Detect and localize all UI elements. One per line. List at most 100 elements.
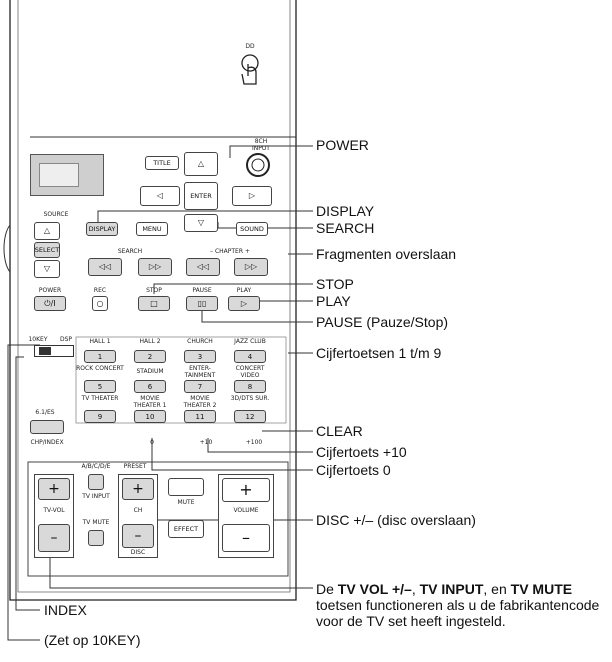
mute-label: MUTE bbox=[177, 499, 195, 506]
tenkey-slide-switch[interactable] bbox=[34, 345, 74, 357]
ch-down-button[interactable]: – bbox=[122, 524, 154, 548]
dsp-label: DSP bbox=[59, 336, 73, 343]
skip-forward-icon: ▷▷ bbox=[244, 262, 258, 271]
menu-button[interactable]: MENU bbox=[136, 222, 168, 236]
callout-zero: Cijfertoets 0 bbox=[316, 462, 391, 478]
number-key-11[interactable]: 11 bbox=[184, 410, 216, 423]
tv-vol-down-button[interactable]: – bbox=[38, 524, 70, 552]
chapter-label: – CHAPTER + bbox=[210, 248, 250, 255]
input-jack-icon[interactable] bbox=[245, 152, 271, 178]
callout-stop: STOP bbox=[316, 276, 354, 292]
number-key-5[interactable]: 5 bbox=[84, 380, 116, 393]
number-key-7[interactable]: 7 bbox=[184, 380, 216, 393]
key-label: MOVIE THEATER 2 bbox=[183, 395, 217, 409]
note-bold-tv-vol: TV VOL +/– bbox=[337, 581, 412, 597]
right-arrow-button[interactable]: ▷ bbox=[232, 186, 272, 206]
power-button[interactable]: ⏻/I bbox=[34, 296, 66, 311]
input-label: 8CH INPUT bbox=[252, 138, 270, 152]
volume-label: VOLUME bbox=[233, 507, 259, 514]
six-ch-button[interactable] bbox=[30, 420, 64, 434]
key-label: TV THEATER bbox=[81, 395, 119, 402]
triangle-down-icon: ▽ bbox=[43, 264, 51, 273]
rec-label: REC bbox=[93, 287, 107, 294]
stop-button[interactable]: □ bbox=[138, 296, 170, 311]
preset-label: PRESET bbox=[123, 463, 147, 470]
callout-index: INDEX bbox=[44, 602, 87, 618]
effect-button[interactable]: EFFECT bbox=[168, 520, 204, 538]
sound-button[interactable]: SOUND bbox=[236, 222, 268, 236]
number-key-10[interactable]: 10 bbox=[134, 410, 166, 423]
callout-skip: Fragmenten overslaan bbox=[316, 246, 457, 262]
switch-knob bbox=[39, 347, 51, 355]
callout-play: PLAY bbox=[316, 293, 351, 309]
key-label: HALL 2 bbox=[139, 338, 161, 345]
triangle-up-icon: △ bbox=[43, 226, 51, 235]
triangle-right-icon: ▷ bbox=[248, 191, 256, 200]
tv-input-label: TV INPUT bbox=[82, 493, 110, 500]
mute-button[interactable] bbox=[168, 478, 204, 496]
abcde-button[interactable] bbox=[88, 474, 104, 490]
play-button[interactable]: ▷ bbox=[228, 296, 260, 311]
volume-down-button[interactable]: – bbox=[222, 524, 270, 552]
enter-button[interactable]: ENTER bbox=[184, 182, 218, 210]
number-key-9[interactable]: 9 bbox=[84, 410, 116, 423]
number-key-3[interactable]: 3 bbox=[184, 350, 216, 363]
source-down-button[interactable]: ▽ bbox=[34, 260, 60, 278]
key-label: ENTER-TAINMENT bbox=[184, 365, 216, 379]
number-key-12[interactable]: 12 bbox=[234, 410, 266, 423]
pause-icon: ▯▯ bbox=[197, 298, 207, 308]
number-key-4[interactable]: 4 bbox=[234, 350, 266, 363]
volume-up-button[interactable]: + bbox=[222, 478, 270, 502]
sub-label-zero: 0 bbox=[150, 439, 154, 446]
minus-icon: – bbox=[134, 528, 142, 544]
callout-display: DISPLAY bbox=[316, 203, 375, 219]
play-label: PLAY bbox=[236, 287, 252, 294]
source-up-button[interactable]: △ bbox=[34, 222, 60, 240]
number-key-8[interactable]: 8 bbox=[234, 380, 266, 393]
plus-icon: + bbox=[239, 480, 253, 499]
plus-icon: + bbox=[132, 481, 144, 497]
key-label: MOVIE THEATER 1 bbox=[133, 395, 167, 409]
triangle-up-icon: △ bbox=[197, 159, 205, 168]
tv-vol-label: TV-VOL bbox=[43, 507, 65, 514]
pause-label: PAUSE bbox=[192, 287, 212, 294]
ch-up-button[interactable]: + bbox=[122, 478, 154, 500]
chapter-next-button[interactable]: ▷▷ bbox=[234, 258, 268, 276]
stop-label: STOP bbox=[146, 287, 162, 294]
left-arrow-button[interactable]: ◁ bbox=[140, 186, 180, 206]
down-arrow-button[interactable]: ▽ bbox=[184, 214, 218, 232]
key-label: STADIUM bbox=[136, 368, 164, 375]
number-key-6[interactable]: 6 bbox=[134, 380, 166, 393]
hand-pointer-icon bbox=[241, 54, 259, 85]
abcde-label: A/B/C/D/E bbox=[81, 463, 111, 470]
callout-tenkey: (Zet op 10KEY) bbox=[44, 632, 141, 648]
number-key-2[interactable]: 2 bbox=[134, 350, 166, 363]
rewind-icon: ◁◁ bbox=[98, 262, 112, 271]
six-ch-label: 6.1/ES bbox=[35, 409, 55, 416]
callout-clear: CLEAR bbox=[316, 423, 363, 439]
play-triangle-icon: ▷ bbox=[240, 298, 248, 308]
note-bold-tv-input: TV INPUT bbox=[419, 581, 484, 597]
key-label: 3D/DTS SUR. bbox=[230, 395, 270, 402]
stop-square-icon: □ bbox=[150, 298, 158, 308]
note-text-3: , en bbox=[483, 581, 511, 597]
select-button[interactable]: SELECT bbox=[34, 242, 60, 258]
number-key-1[interactable]: 1 bbox=[84, 350, 116, 363]
callout-power: POWER bbox=[316, 137, 369, 153]
key-label: CONCERT VIDEO bbox=[235, 365, 265, 379]
chp-index-label: CHP/INDEX bbox=[30, 439, 64, 446]
key-label: HALL 1 bbox=[89, 338, 111, 345]
pause-button[interactable]: ▯▯ bbox=[186, 296, 218, 311]
rec-button[interactable]: ○ bbox=[92, 296, 108, 311]
tv-vol-up-button[interactable]: + bbox=[38, 478, 70, 500]
chapter-prev-button[interactable]: ◁◁ bbox=[186, 258, 220, 276]
up-arrow-button[interactable]: △ bbox=[184, 152, 218, 176]
search-back-button[interactable]: ◁◁ bbox=[88, 258, 122, 276]
search-forward-button[interactable]: ▷▷ bbox=[138, 258, 172, 276]
display-button[interactable]: DISPLAY bbox=[86, 222, 118, 236]
title-button[interactable]: TITLE bbox=[145, 156, 179, 170]
triangle-down-icon: ▽ bbox=[197, 218, 205, 227]
tv-mute-button[interactable] bbox=[88, 530, 104, 546]
